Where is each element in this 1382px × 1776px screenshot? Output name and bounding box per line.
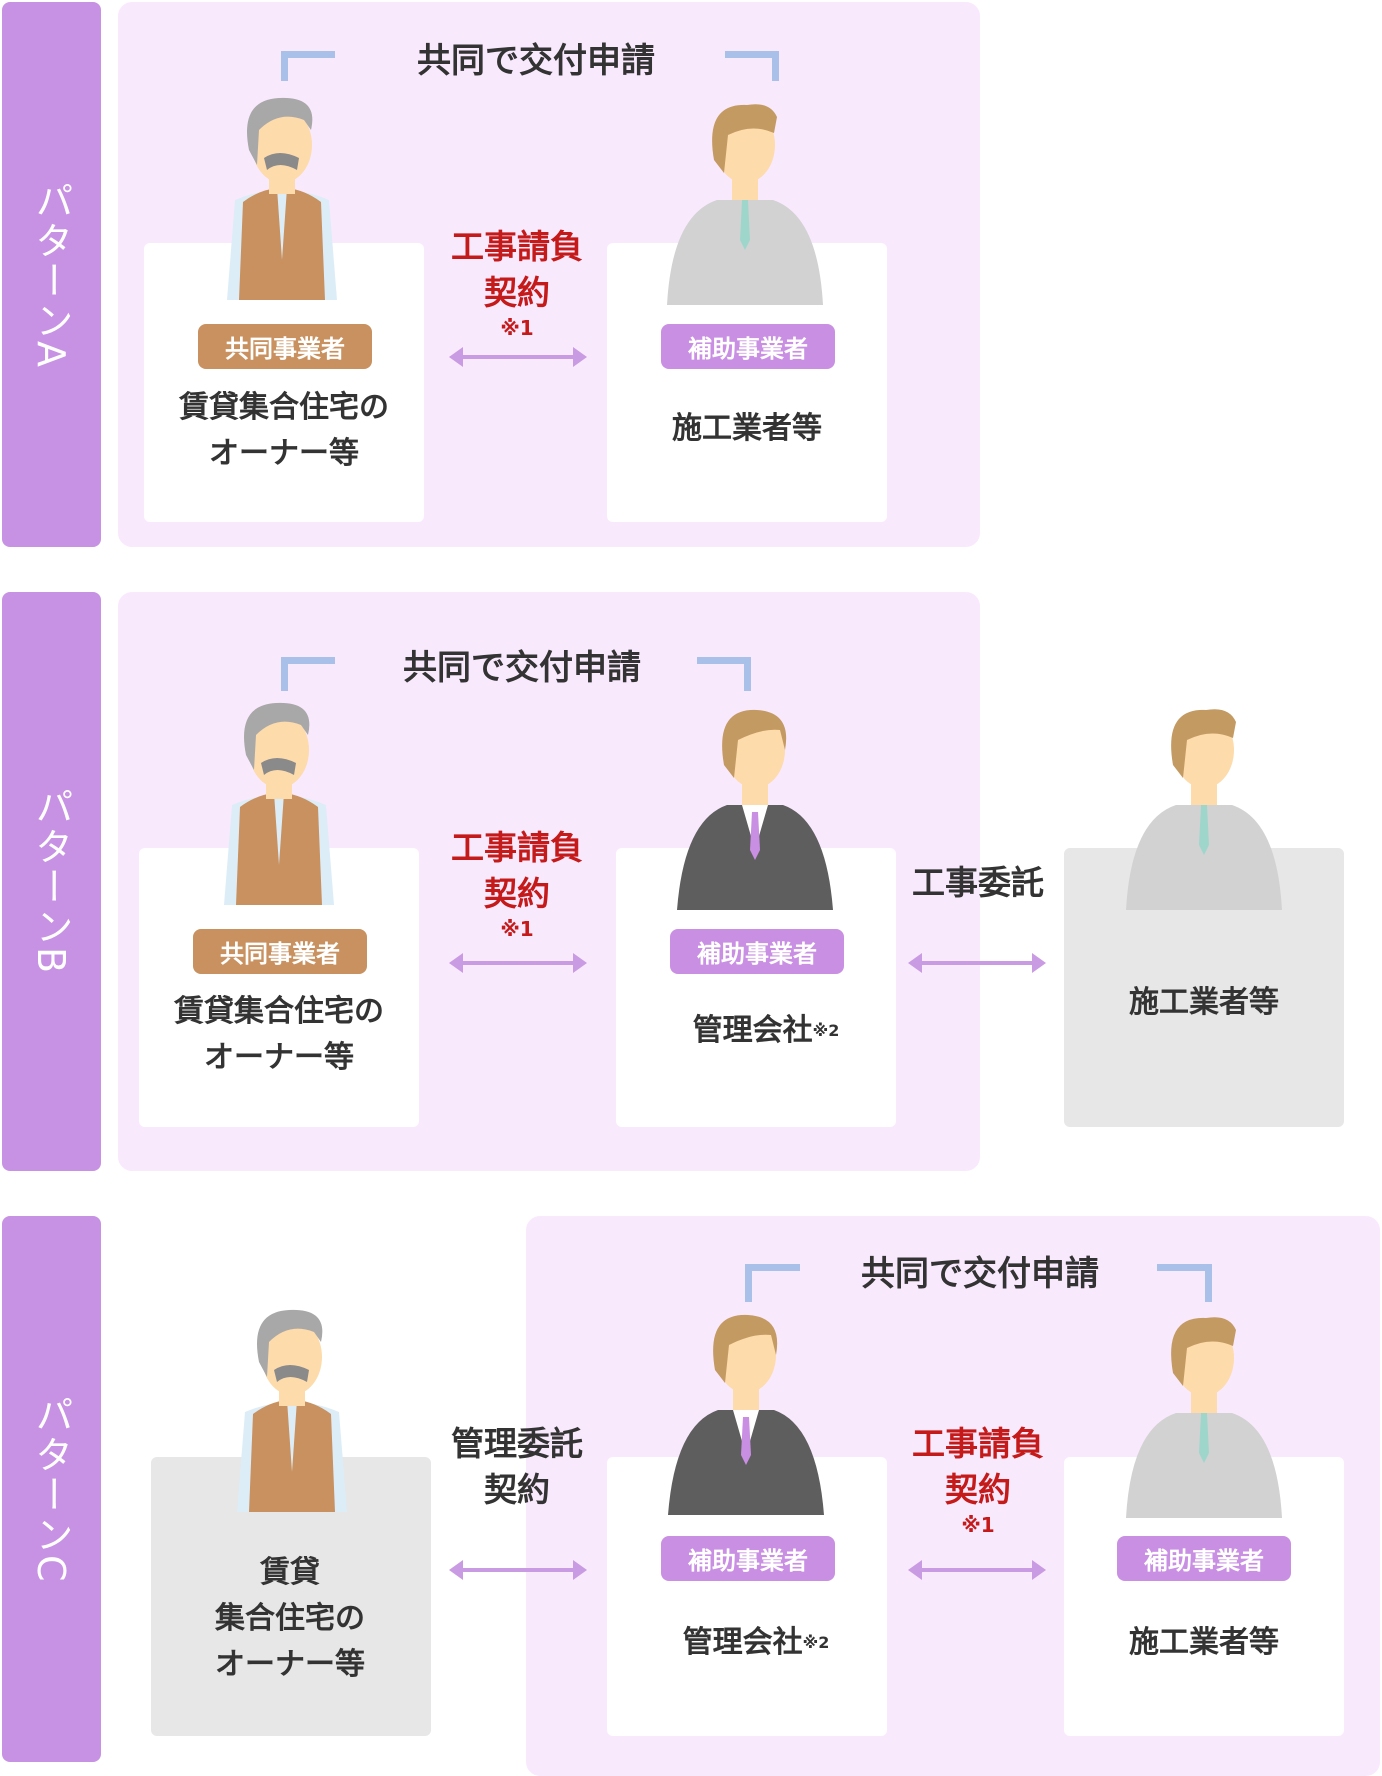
contract-line: 契約 bbox=[484, 1470, 550, 1509]
contract-line: 管理委託 bbox=[451, 1424, 583, 1463]
contractor-figure-icon bbox=[1121, 1308, 1287, 1518]
pattern-c-label: パターンC bbox=[2, 1216, 101, 1762]
joint-application-title: 共同で交付申請 bbox=[403, 648, 641, 688]
contract-line: 契約 bbox=[484, 273, 550, 312]
owner-name: 賃貸集合住宅のオーナー等 bbox=[174, 989, 384, 1081]
name-note: ※2 bbox=[812, 1021, 840, 1040]
joint-operator-badge: 共同事業者 bbox=[193, 929, 367, 974]
subsidy-operator-badge: 補助事業者 bbox=[1117, 1536, 1291, 1581]
joint-bracket-right bbox=[697, 657, 751, 691]
owner-name-line: 集合住宅の bbox=[215, 1601, 365, 1636]
construction-contract-label: 工事請負契約 ※1 bbox=[912, 1421, 1044, 1537]
subsidy-operator-badge: 補助事業者 bbox=[661, 324, 835, 369]
owner-name-line: 賃貸集合住宅の bbox=[179, 390, 389, 425]
double-arrow-icon bbox=[449, 953, 587, 973]
contractor-figure-icon bbox=[1121, 700, 1287, 910]
contract-line: 契約 bbox=[945, 1470, 1011, 1509]
owner-name: 賃貸集合住宅のオーナー等 bbox=[215, 1550, 365, 1688]
management-company-name: 管理会社※2 bbox=[693, 1008, 840, 1054]
pattern-a-label: パターンA bbox=[2, 2, 101, 547]
management-contract-label: 管理委託契約 bbox=[451, 1421, 583, 1513]
owner-name-line: オーナー等 bbox=[204, 1040, 354, 1075]
owner-name-line: 賃貸 bbox=[260, 1555, 320, 1590]
construction-contract-label: 工事請負契約 ※1 bbox=[451, 825, 583, 941]
subsidy-operator-badge: 補助事業者 bbox=[670, 929, 844, 974]
owner-figure-icon bbox=[196, 695, 362, 905]
owner-figure-icon bbox=[209, 1302, 375, 1512]
pattern-b-label: パターンB bbox=[2, 592, 101, 1171]
joint-operator-badge: 共同事業者 bbox=[198, 324, 372, 369]
contract-note: ※1 bbox=[500, 917, 534, 941]
joint-bracket-left bbox=[281, 51, 335, 81]
pattern-c-label-text: パターンC bbox=[29, 1394, 73, 1584]
joint-application-title: 共同で交付申請 bbox=[417, 41, 655, 81]
owner-figure-icon bbox=[199, 90, 365, 300]
management-figure-icon bbox=[672, 700, 838, 910]
management-figure-icon bbox=[663, 1305, 829, 1515]
name-note: ※2 bbox=[802, 1633, 830, 1652]
construction-outsourcing-label: 工事委託 bbox=[912, 863, 1044, 902]
contract-note: ※1 bbox=[500, 316, 534, 340]
owner-name: 賃貸集合住宅のオーナー等 bbox=[179, 385, 389, 477]
contractor-name: 施工業者等 bbox=[1129, 985, 1279, 1020]
management-company-name: 管理会社※2 bbox=[683, 1620, 830, 1666]
name-text: 管理会社 bbox=[682, 1625, 803, 1660]
joint-bracket-right bbox=[725, 51, 779, 81]
double-arrow-icon bbox=[908, 1560, 1046, 1580]
owner-name-line: オーナー等 bbox=[215, 1647, 365, 1682]
owner-name-line: 賃貸集合住宅の bbox=[174, 994, 384, 1029]
owner-name-line: オーナー等 bbox=[209, 436, 359, 471]
pattern-b-label-text: パターンB bbox=[29, 787, 73, 976]
joint-bracket-left bbox=[281, 657, 335, 691]
contract-line: 工事請負 bbox=[451, 828, 583, 867]
subsidy-operator-badge: 補助事業者 bbox=[661, 1536, 835, 1581]
double-arrow-icon bbox=[908, 953, 1046, 973]
construction-contract-label: 工事請負契約 ※1 bbox=[451, 224, 583, 340]
name-text: 管理会社 bbox=[692, 1013, 813, 1048]
contract-line: 工事請負 bbox=[912, 1424, 1044, 1463]
double-arrow-icon bbox=[449, 1560, 587, 1580]
contractor-figure-icon bbox=[662, 95, 828, 305]
contract-line: 契約 bbox=[484, 874, 550, 913]
joint-application-title: 共同で交付申請 bbox=[861, 1254, 1099, 1294]
joint-bracket-right bbox=[1157, 1264, 1212, 1302]
pattern-a-label-text: パターンA bbox=[29, 180, 73, 369]
contract-note: ※1 bbox=[961, 1513, 995, 1537]
joint-bracket-left bbox=[745, 1264, 800, 1302]
contractor-name: 施工業者等 bbox=[672, 411, 822, 446]
contract-line: 工事請負 bbox=[451, 227, 583, 266]
contractor-name: 施工業者等 bbox=[1129, 1625, 1279, 1660]
double-arrow-icon bbox=[449, 347, 587, 367]
